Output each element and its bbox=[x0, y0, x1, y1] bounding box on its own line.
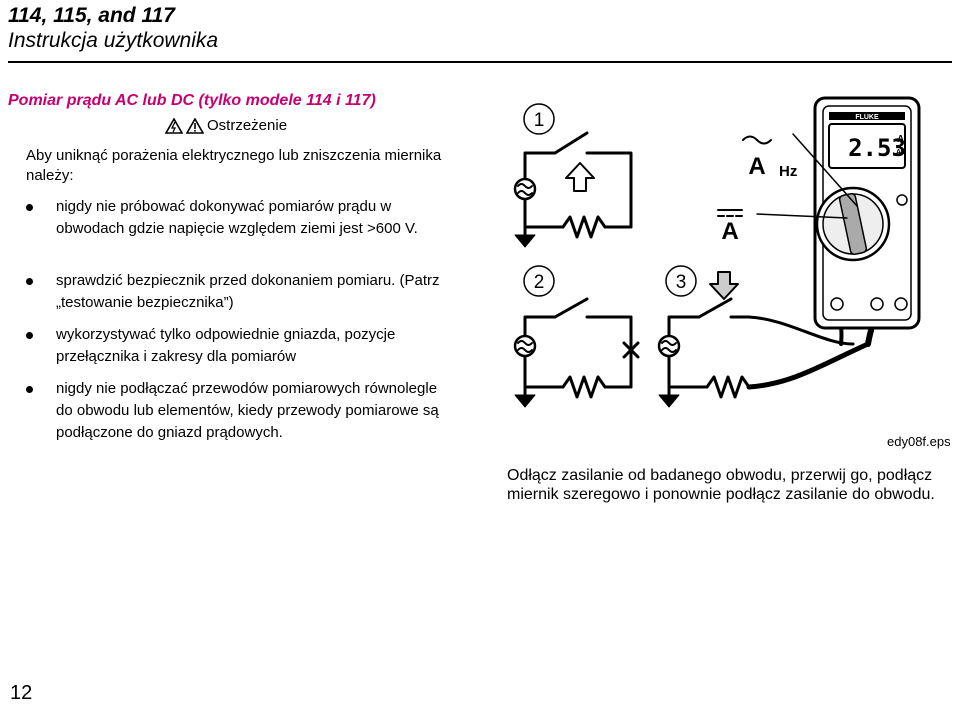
current-measurement-diagram: 1 2 bbox=[513, 96, 921, 408]
circuit-2: 2 bbox=[513, 265, 640, 408]
ac-current-symbol: A bbox=[748, 153, 765, 180]
meter-mode: AC bbox=[896, 149, 906, 156]
circuit-3: 3 bbox=[657, 265, 751, 408]
bullet-dot bbox=[26, 278, 33, 285]
circuit-1: 1 bbox=[513, 103, 633, 248]
bullet-dot bbox=[26, 204, 33, 211]
document-title: 114, 115, and 117 bbox=[8, 4, 175, 27]
document-subtitle: Instrukcja użytkownika bbox=[8, 29, 219, 52]
hz-label: Hz bbox=[779, 163, 797, 180]
warning-heading: Ostrzeżenie bbox=[165, 117, 287, 134]
meter-reading: 2.53 bbox=[848, 134, 906, 162]
section-title: Pomiar prądu AC lub DC (tylko modele 114… bbox=[8, 92, 376, 109]
meter-unit: A bbox=[897, 134, 904, 145]
step-label-3: 3 bbox=[676, 272, 687, 293]
header-rule bbox=[8, 61, 952, 63]
step-label-1: 1 bbox=[534, 110, 545, 131]
bullet-text: sprawdzić bezpiecznik przed dokonaniem p… bbox=[56, 272, 440, 311]
figure-caption: Odłącz zasilanie od badanego obwodu, prz… bbox=[507, 467, 935, 503]
figure-file-name: edy08f.eps bbox=[887, 434, 951, 449]
step-label-2: 2 bbox=[534, 272, 545, 293]
bullet-text: nigdy nie próbować dokonywać pomiarów pr… bbox=[56, 198, 418, 237]
warning-label: Ostrzeżenie bbox=[207, 117, 288, 134]
bullet-text: wykorzystywać tylko odpowiednie gniazda,… bbox=[56, 326, 396, 365]
digital-multimeter: FLUKE 2.53 A AC bbox=[813, 96, 921, 330]
page-number: 12 bbox=[10, 682, 33, 704]
bullet-dot bbox=[26, 386, 33, 393]
warning-intro: Aby uniknąć porażenia elektrycznego lub … bbox=[26, 147, 442, 184]
dc-current-symbol: A bbox=[721, 218, 738, 245]
meter-brand: FLUKE bbox=[855, 114, 879, 121]
function-symbols: A Hz A bbox=[717, 133, 858, 245]
bullet-dot bbox=[26, 332, 33, 339]
high-voltage-warning-icon bbox=[165, 117, 183, 134]
bullet-text: nigdy nie podłączać przewodów pomiarowyc… bbox=[56, 380, 439, 441]
caution-icon bbox=[186, 117, 204, 134]
